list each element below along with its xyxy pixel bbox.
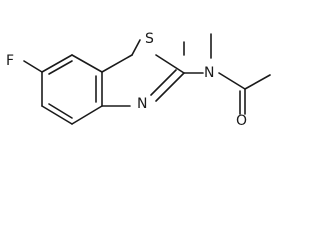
bond-inner-c5-c6 — [48, 103, 73, 119]
bond-c2-c3 — [71, 54, 103, 73]
bond-n-ring-c2 — [155, 72, 185, 102]
atom-amide-nitrogen-label: N — [204, 65, 214, 81]
bond-carbonyl-methyl — [244, 74, 271, 90]
bond-c5-c6 — [41, 105, 73, 125]
bond-n-ring-c2-inner — [150, 69, 177, 96]
bond-c3-s-upper — [131, 39, 141, 56]
bond-c3-s — [101, 54, 133, 73]
bond-s-c2-side — [155, 54, 185, 74]
atom-sulfur-label: S — [145, 31, 154, 47]
chemical-structure: F S N N O — [6, 31, 271, 126]
atom-ring-nitrogen-label: N — [137, 96, 147, 112]
bond-c1-c2 — [41, 54, 73, 73]
bond-inner-c1-c2 — [48, 60, 73, 75]
atom-fluorine-label: F — [6, 53, 14, 69]
atom-oxygen-label: O — [236, 113, 247, 126]
bond-n-amide-carbonyl — [218, 72, 246, 90]
bond-c1-f — [23, 60, 43, 73]
bond-c4-c5 — [71, 105, 103, 125]
